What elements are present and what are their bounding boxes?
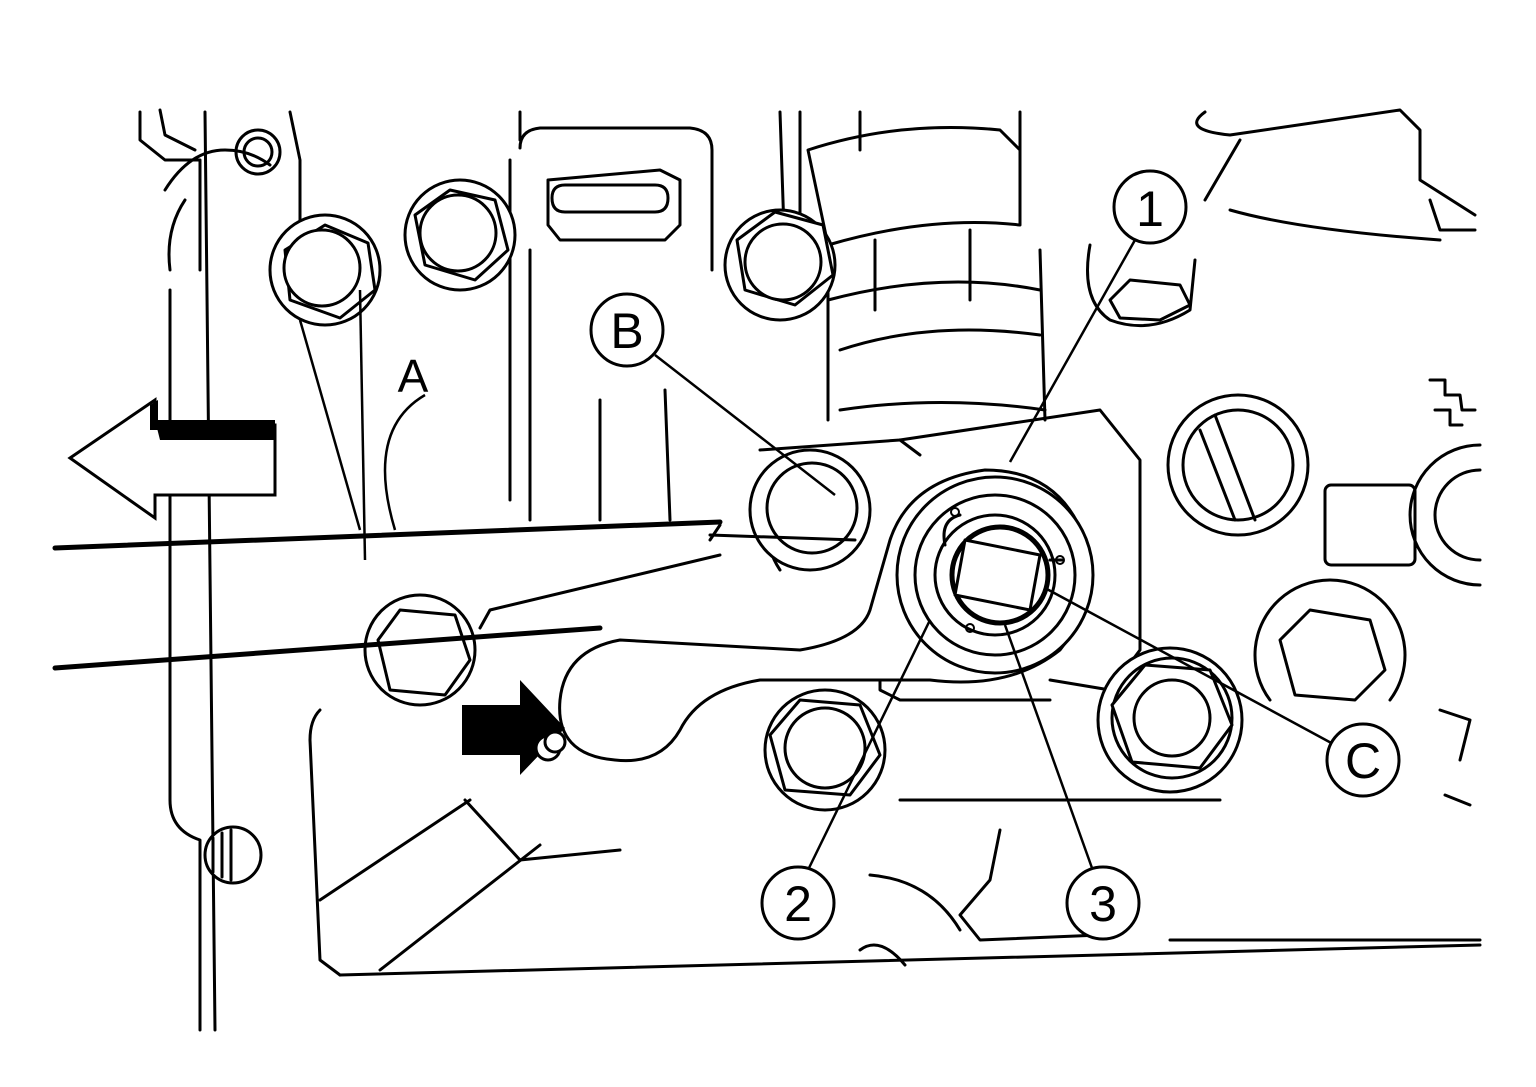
bolt-top-left-2	[403, 178, 517, 292]
round-port-right	[1408, 443, 1482, 587]
right-arrow-icon	[462, 680, 567, 775]
bolt-lower-left	[363, 593, 477, 707]
callout-1: 1	[1112, 169, 1188, 245]
callout-b: B	[589, 292, 665, 368]
callout-b-label: B	[610, 303, 643, 359]
bolt-b	[748, 448, 872, 572]
callout-c: C	[1325, 722, 1401, 798]
bolt-lower-right	[1096, 646, 1244, 794]
callout-3: 3	[1065, 865, 1141, 941]
leader-lines	[298, 239, 1336, 871]
square-port	[1323, 483, 1417, 567]
bolt-top-left-1	[268, 213, 382, 327]
left-arrow-icon	[67, 397, 277, 521]
label-a: A	[398, 350, 429, 402]
bolt-right-partial	[1253, 578, 1407, 702]
callout-3-label: 3	[1089, 876, 1117, 932]
bolt-top-center	[723, 208, 837, 322]
tool-bar-a	[52, 519, 857, 671]
small-plug	[203, 825, 263, 885]
callout-2-label: 2	[784, 876, 812, 932]
callout-1-label: 1	[1136, 181, 1164, 237]
callout-c-label: C	[1345, 733, 1381, 789]
valve-lever	[558, 468, 1095, 763]
bolt-top-right	[1086, 243, 1197, 328]
bolt-lower-center	[763, 688, 887, 812]
adjust-screw	[1166, 393, 1310, 537]
callout-2: 2	[760, 865, 836, 941]
